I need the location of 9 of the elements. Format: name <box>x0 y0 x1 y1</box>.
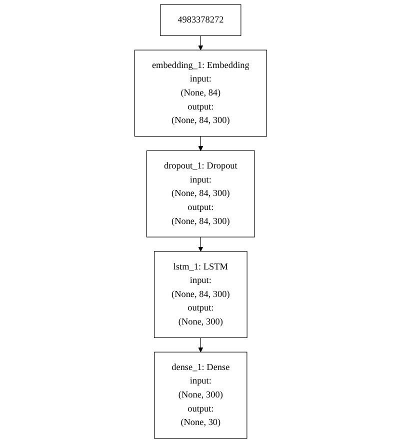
arrow <box>198 236 204 252</box>
node-box: 4983378272 <box>160 4 242 36</box>
node-box: dense_1: Dense input: (None, 300) output: (None, 30) <box>154 352 248 439</box>
node-box: embedding_1: Embedding input: (None, 84) output: (None, 84, 300) <box>134 50 268 137</box>
node-box: lstm_1: LSTM input: (None, 84, 300) output: (None, 300) <box>154 251 248 338</box>
node-box: dropout_1: Dropout input: (None, 84, 300) output: (None, 84, 300) <box>146 150 256 238</box>
arrow <box>198 136 204 151</box>
arrow <box>198 337 204 352</box>
arrow <box>198 35 204 50</box>
